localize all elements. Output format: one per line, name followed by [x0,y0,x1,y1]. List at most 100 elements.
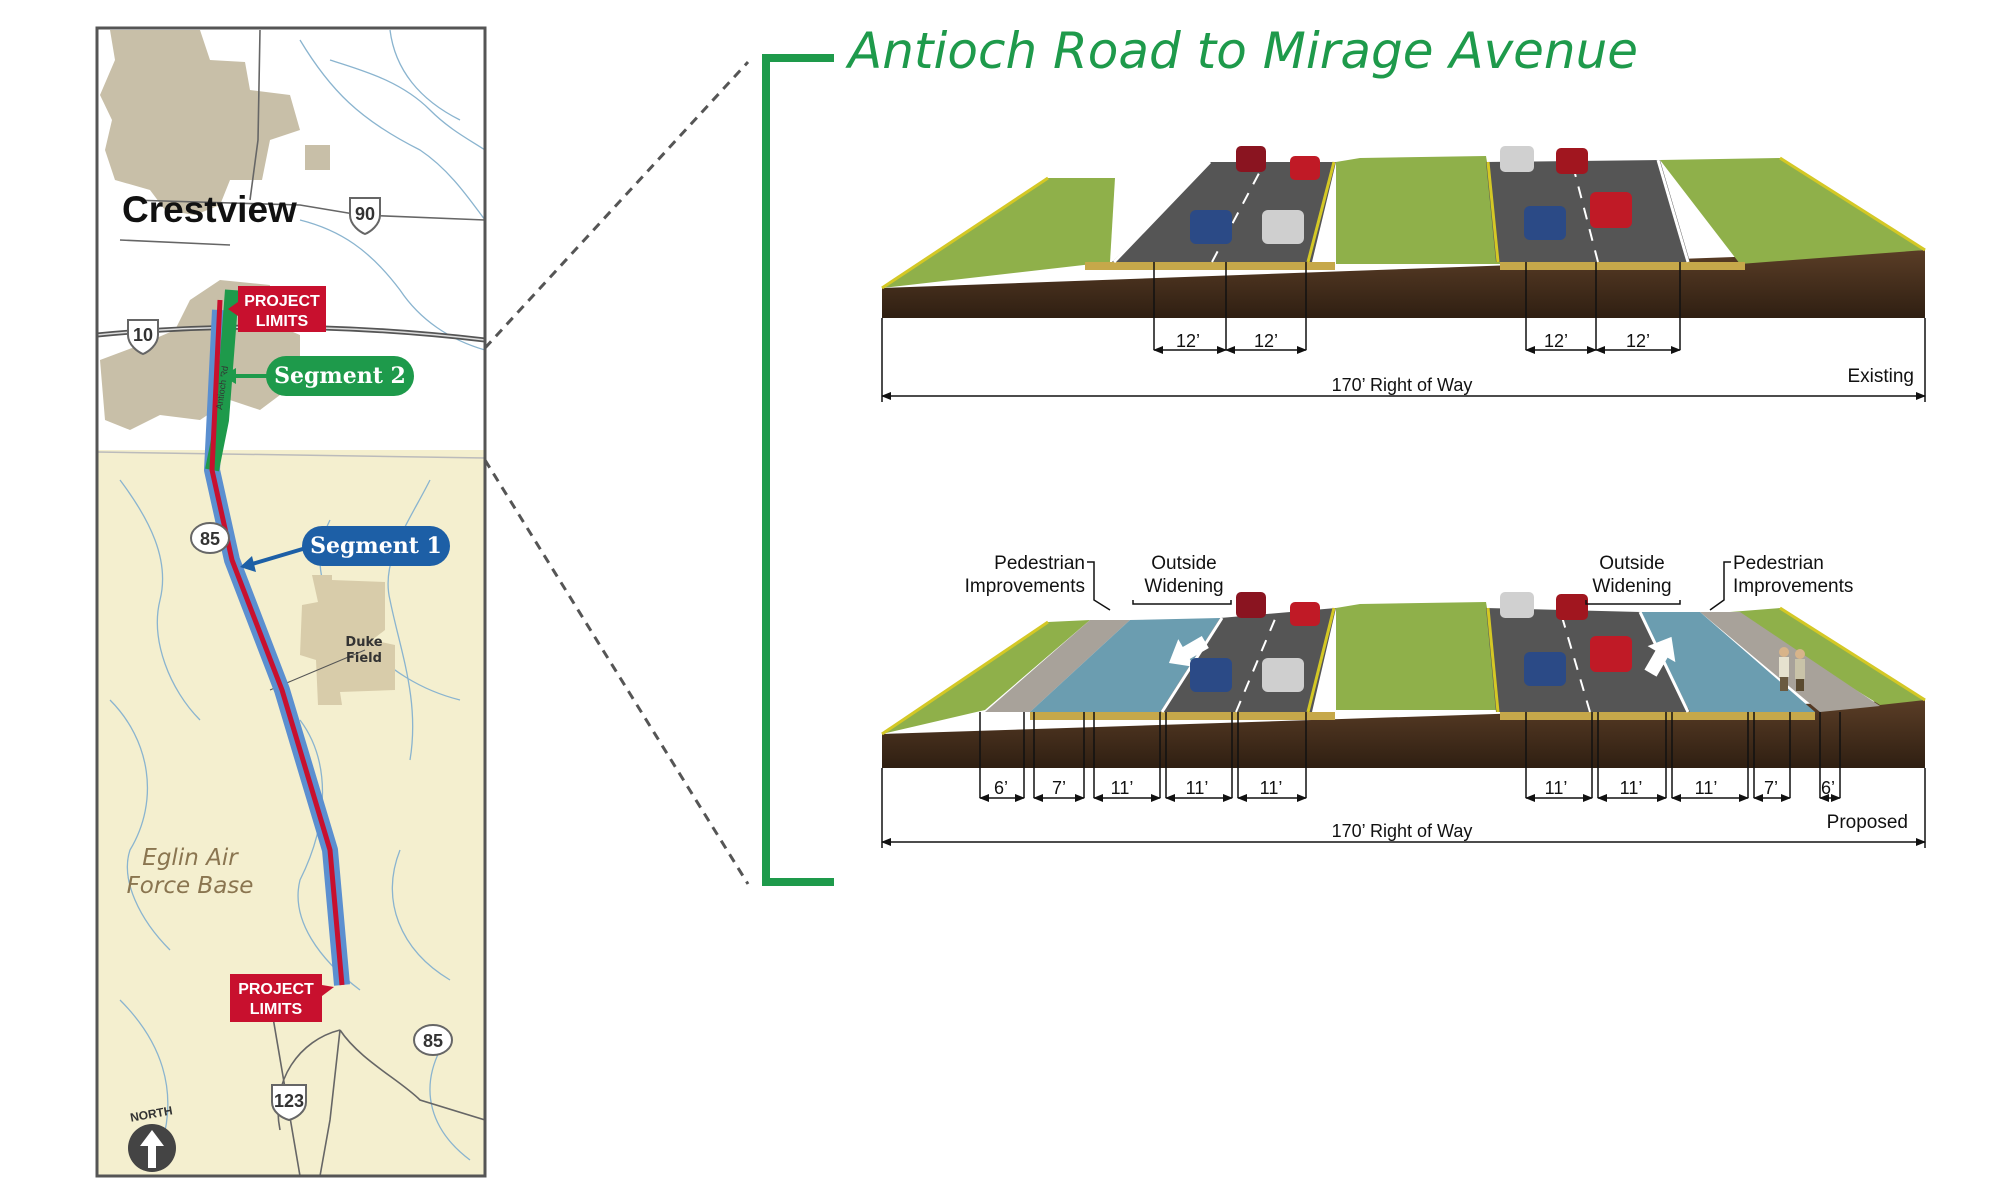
sr85-route [209,299,345,986]
existing-median [1336,156,1504,264]
project-limits-bottom-line1: PROJECT [238,981,314,998]
eglin-label-1: Eglin Air [142,845,239,871]
proposed-lane-width-8: 11’ [1695,778,1718,798]
project-limits-bottom-line2: LIMITS [250,1001,303,1018]
existing-pavement-right [1486,160,1690,262]
existing-lane-divider-left [1211,161,1266,263]
city-label: Crestview [122,189,297,230]
existing-lane-width-1: 12’ [1176,331,1200,351]
existing-edge-line-right [1656,159,1690,263]
project-limits-top-line1: PROJECT [244,293,320,310]
proposed-lane-width-4: 11’ [1186,778,1209,798]
proposed-base-right [1500,712,1815,720]
base-boundary [97,451,485,459]
proposed-yellow-line-left [1306,607,1336,713]
left-widening-label-1: Outside [1151,553,1216,574]
map-frame [95,26,487,1178]
proposed-lane-divider-right [1559,609,1591,713]
proposed-lane-width-6: 11’ [1545,778,1568,798]
existing-grass-edge-left [881,176,1049,290]
duke-field-label-1: Duke [345,635,382,650]
proposed-lane-width-1: 6’ [994,778,1008,798]
right-pedestrian-label-1: Pedestrian [1733,553,1824,574]
segment-2-callout: Segment 2 [222,356,414,396]
existing-right-of-way: 170’ Right of Way [1332,375,1473,395]
dimension-lines [881,262,1926,848]
sr85-shield-top: 85 [190,522,230,554]
right-widening-label-2: Widening [1592,576,1671,597]
existing-base-left [1085,262,1335,270]
proposed-grass-edge-left [881,620,1049,736]
location-map [97,28,485,1176]
north-arrow-icon: NORTH [128,1103,176,1172]
pedestrians-icon [1779,647,1805,691]
proposed-yellow-line-right [1486,607,1500,713]
segment-2-label: Segment 2 [274,363,406,389]
proposed-lane-width-3: 11’ [1111,778,1134,798]
us123-shield: 123 [271,1084,307,1122]
left-pedestrian-label-2: Improvements [965,576,1085,597]
proposed-bike-lane-left [1030,618,1220,712]
existing-lane-divider-right [1571,161,1599,263]
waterways [109,29,485,1161]
existing-lane-width-3: 12’ [1544,331,1568,351]
eglin-label-2: Force Base [127,873,254,899]
existing-cross-section [881,146,1926,318]
zoom-connector-top [483,60,750,350]
proposed-lane-width-2: 7’ [1052,778,1066,798]
existing-grass-right [1660,158,1925,264]
proposed-lane-width-9: 7’ [1764,778,1778,798]
i10-shield-label: 10 [133,325,153,345]
existing-grass-edge-right [1779,156,1926,252]
bike-lane-arrow-left-icon [1168,635,1209,667]
sr85-shield-top-label: 85 [200,529,220,549]
existing-base-right [1500,262,1745,270]
existing-edge-line-left [1112,160,1212,264]
proposed-caption: Proposed [1827,812,1908,833]
duke-field-area [300,575,395,705]
proposed-bike-lane-right [1640,612,1815,712]
proposed-lane-width-5: 11’ [1260,778,1283,798]
section-bracket [762,54,834,886]
segment-1-label: Segment 1 [310,533,442,559]
project-limits-top-line2: LIMITS [256,313,309,330]
right-widening-bracket [1585,600,1681,605]
proposed-grass-left [882,620,1090,734]
section-title: Antioch Road to Mirage Avenue [845,22,1638,80]
existing-yellow-line-right [1486,161,1500,263]
proposed-grass-right [1730,608,1925,705]
right-pedestrian-label-2: Improvements [1733,576,1853,597]
left-widening-label-2: Widening [1144,576,1223,597]
right-pedestrian-leader [1709,561,1731,611]
existing-caption: Existing [1847,366,1914,387]
existing-vehicles [1190,146,1632,244]
left-pedestrian-label-1: Pedestrian [994,553,1085,574]
proposed-lane-width-10: 6’ [1821,778,1835,798]
proposed-vehicles [1190,592,1632,692]
i10-shield: 10 [127,319,159,356]
duke-field-label-2: Field [346,651,382,666]
sr85-shield-bottom: 85 [413,1024,453,1056]
proposed-cross-section [881,592,1926,768]
existing-yellow-line-left [1306,161,1336,263]
segment-1-callout: Segment 1 [240,526,450,572]
sr85-shield-bottom-label: 85 [423,1031,443,1051]
local-roads [119,29,485,1176]
project-limits-bottom: PROJECT LIMITS [230,974,334,1022]
proposed-base-left [1030,712,1335,720]
us123-shield-label: 123 [274,1091,304,1111]
us90-shield-label: 90 [355,204,375,224]
proposed-sidewalk-left [985,620,1130,712]
proposed-right-of-way: 170’ Right of Way [1332,821,1473,841]
proposed-sidewalk-right [1700,612,1880,712]
proposed-lane-divider-left [1235,611,1279,713]
us90-shield: 90 [349,197,381,236]
proposed-lane-width-7: 11’ [1620,778,1643,798]
proposed-grass-edge-right [1779,606,1926,702]
right-widening-label-1: Outside [1599,553,1664,574]
project-limits-top: PROJECT LIMITS [228,286,326,332]
existing-grass-left [882,178,1115,288]
proposed-median [1336,602,1504,710]
existing-lane-width-4: 12’ [1626,331,1650,351]
